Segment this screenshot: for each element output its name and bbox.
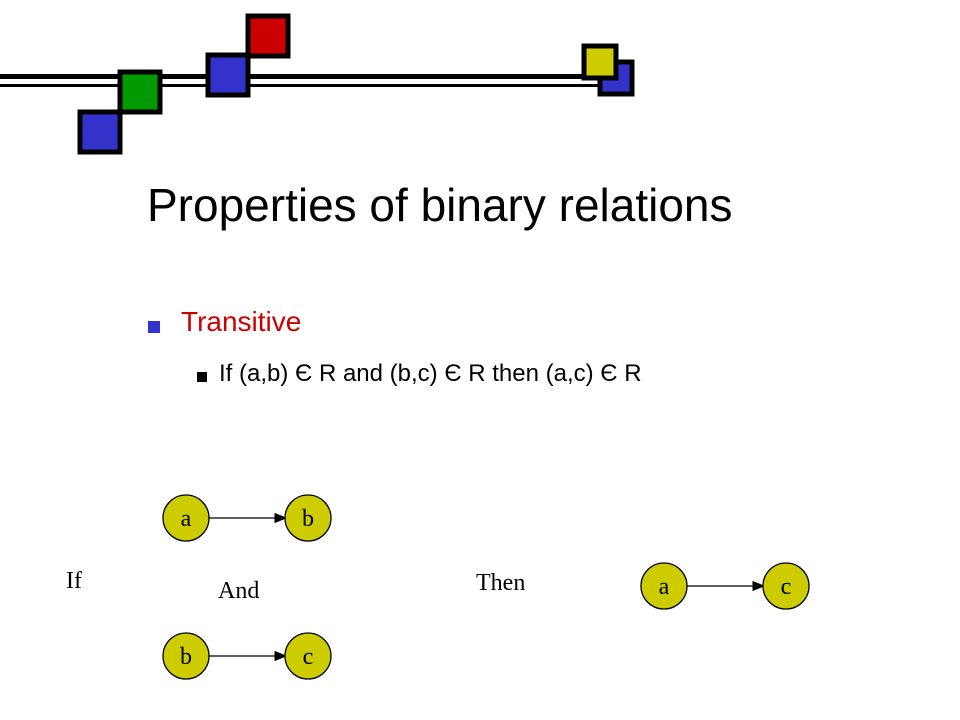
node-b-label: b [302, 506, 314, 532]
node-c-label: c [303, 644, 314, 670]
then-label: Then [476, 570, 526, 596]
bullet-transitive-text: Transitive [181, 306, 302, 337]
edge-ab: a b [162, 494, 332, 542]
deco-square-yellow [581, 43, 619, 81]
if-label: If [66, 568, 82, 594]
deco-square-red [245, 13, 291, 59]
square-bullet-icon [148, 321, 160, 333]
edge-ac: a c [640, 562, 810, 610]
node-c [284, 632, 332, 680]
node-a [640, 562, 688, 610]
node-a [162, 494, 210, 542]
node-b-label: b [180, 644, 192, 670]
node-c [762, 562, 810, 610]
square-bullet-icon [197, 372, 207, 382]
header-decoration [0, 13, 635, 155]
node-a-label: a [659, 574, 670, 600]
slide-title: Properties of binary relations [147, 179, 733, 231]
node-b [284, 494, 332, 542]
bullet-definition-text: If (a,b) Є R and (b,c) Є R then (a,c) Є … [219, 360, 642, 387]
rule-line-top [0, 74, 598, 79]
deco-square-blue-2 [205, 52, 251, 98]
rule-line-bottom [0, 84, 598, 87]
and-label: And [218, 578, 260, 604]
node-b [162, 632, 210, 680]
node-c-label: c [781, 574, 792, 600]
node-a-label: a [181, 506, 192, 532]
deco-square-green [117, 69, 163, 115]
deco-square-blue-1 [77, 109, 123, 155]
edge-bc: b c [162, 632, 332, 680]
